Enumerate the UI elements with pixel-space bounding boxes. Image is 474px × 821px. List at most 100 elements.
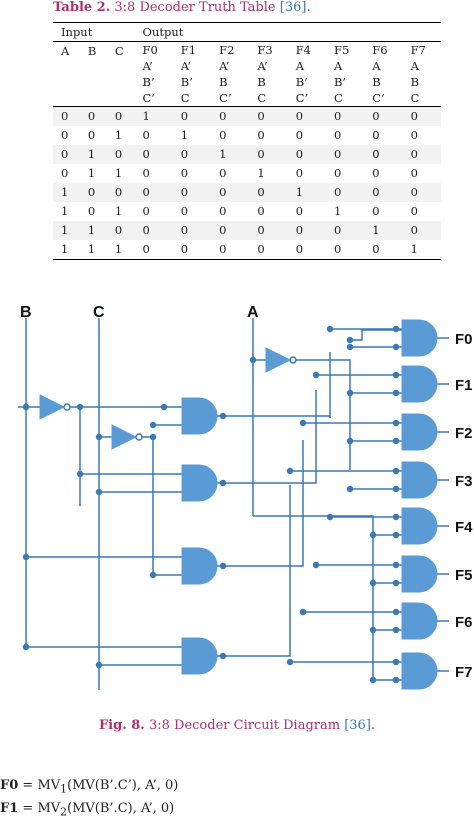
table-cell: 0 xyxy=(134,183,173,202)
table-cell: 0 xyxy=(410,166,418,180)
table-cell: 0 xyxy=(257,204,265,218)
junction-dot xyxy=(369,579,377,587)
output-header-line: C xyxy=(410,91,420,105)
junction-dot xyxy=(326,513,334,521)
not-gate-c xyxy=(111,424,138,450)
junction-dot xyxy=(95,433,103,441)
output-header-line: B’ xyxy=(180,75,193,89)
table-cell: 1 xyxy=(106,240,135,260)
table-cell: 1 xyxy=(402,240,441,260)
table-cell: 0 xyxy=(211,240,250,260)
table-caption-ref[interactable]: [36] xyxy=(279,0,307,15)
junction-dot xyxy=(392,531,400,539)
table-cell: 0 xyxy=(287,240,326,260)
table-cell: 0 xyxy=(402,106,441,126)
table-cell: 0 xyxy=(87,204,96,218)
figure-caption: Fig. 8. 3:8 Decoder Circuit Diagram [36]… xyxy=(0,718,474,733)
table-cell: 0 xyxy=(325,106,365,126)
output-header-line: B’ xyxy=(142,75,155,89)
junction-dot xyxy=(149,421,157,429)
not-gate-b xyxy=(39,394,66,420)
table-cell: 0 xyxy=(142,166,150,180)
table-cell: 0 xyxy=(295,166,304,180)
junction-dot xyxy=(76,403,84,411)
and-gate-f2 xyxy=(401,413,438,451)
and-gate-bn-c xyxy=(181,464,218,502)
junction-dot xyxy=(219,562,227,570)
junction-dot xyxy=(299,608,307,616)
table-cell: 0 xyxy=(53,106,80,126)
equation-f1-lhs: F1 xyxy=(0,801,19,816)
output-header-line: A xyxy=(333,59,343,73)
table-cell: 0 xyxy=(325,221,365,240)
table-cell: 1 xyxy=(53,240,80,260)
and-gate-b-cn xyxy=(181,547,218,585)
equation-f1-rhs: (MV(B’.C), A’, 0) xyxy=(67,801,175,816)
table-cell: 0 xyxy=(402,221,441,240)
junction-dot xyxy=(392,437,400,445)
output-group-header: Output xyxy=(134,22,441,42)
wire xyxy=(350,329,402,341)
output-header-line: C xyxy=(257,91,267,105)
equation-f0-lhs: F0 xyxy=(0,778,19,793)
table-cell: 0 xyxy=(372,166,380,180)
input-label-c: C xyxy=(93,304,105,321)
table-cell: 0 xyxy=(402,145,441,164)
product-wire-2 xyxy=(217,560,304,567)
output-label-f6: F6 xyxy=(455,614,473,631)
table-cell: 1 xyxy=(333,204,342,218)
table-caption: Table 2. 3:8 Decoder Truth Table [36]. xyxy=(53,0,311,15)
table-cell: 0 xyxy=(134,240,173,260)
table-cell: 1 xyxy=(180,128,189,142)
junction-dot xyxy=(346,343,354,351)
table-cell: 0 xyxy=(219,128,227,142)
table-cell: 0 xyxy=(211,106,250,126)
and-gate-f7 xyxy=(401,652,438,690)
table-cell: 0 xyxy=(402,183,441,202)
input-column-header: B xyxy=(79,41,107,107)
table-cell: 0 xyxy=(410,128,418,142)
junction-dot xyxy=(312,561,320,569)
and-gate-f4 xyxy=(401,507,438,545)
output-header-line: A xyxy=(372,59,381,73)
table-cell: 0 xyxy=(249,240,288,260)
table-cell: 1 xyxy=(53,183,80,202)
input-label-a: A xyxy=(247,304,259,321)
table-cell: 1 xyxy=(364,221,403,240)
output-header-line: F2 xyxy=(219,43,235,57)
output-header-line: C’ xyxy=(219,91,232,105)
product-wire-0 xyxy=(217,415,331,418)
not-gate-c-bubble xyxy=(135,433,143,441)
table-cell: 0 xyxy=(106,145,135,164)
output-header-line: F6 xyxy=(372,43,388,57)
output-header-line: F3 xyxy=(257,43,273,57)
table-cell: 0 xyxy=(172,106,212,126)
junction-dot xyxy=(22,553,30,561)
table-cell: 1 xyxy=(79,240,107,260)
equation-f1-eq: = MV xyxy=(18,801,61,816)
table-cell: 0 xyxy=(287,106,326,126)
figure-caption-ref[interactable]: [36] xyxy=(344,718,371,733)
input-group-header: Input xyxy=(53,22,135,42)
junction-dot xyxy=(392,676,400,684)
table-cell: 0 xyxy=(325,240,365,260)
b-not-rail xyxy=(70,406,81,506)
output-header-line: B’ xyxy=(295,75,308,89)
table-cell: 0 xyxy=(106,221,135,240)
junction-dot xyxy=(392,608,400,616)
junction-dot xyxy=(286,658,294,666)
output-header-line: C’ xyxy=(372,91,385,105)
table-cell: 0 xyxy=(325,145,365,164)
junction-dot xyxy=(160,403,168,411)
table-cell: 1 xyxy=(114,204,123,218)
not-gate-a xyxy=(265,347,292,373)
junction-dot xyxy=(392,579,400,587)
table-cell: 0 xyxy=(61,166,69,180)
junction-dot xyxy=(312,371,320,379)
